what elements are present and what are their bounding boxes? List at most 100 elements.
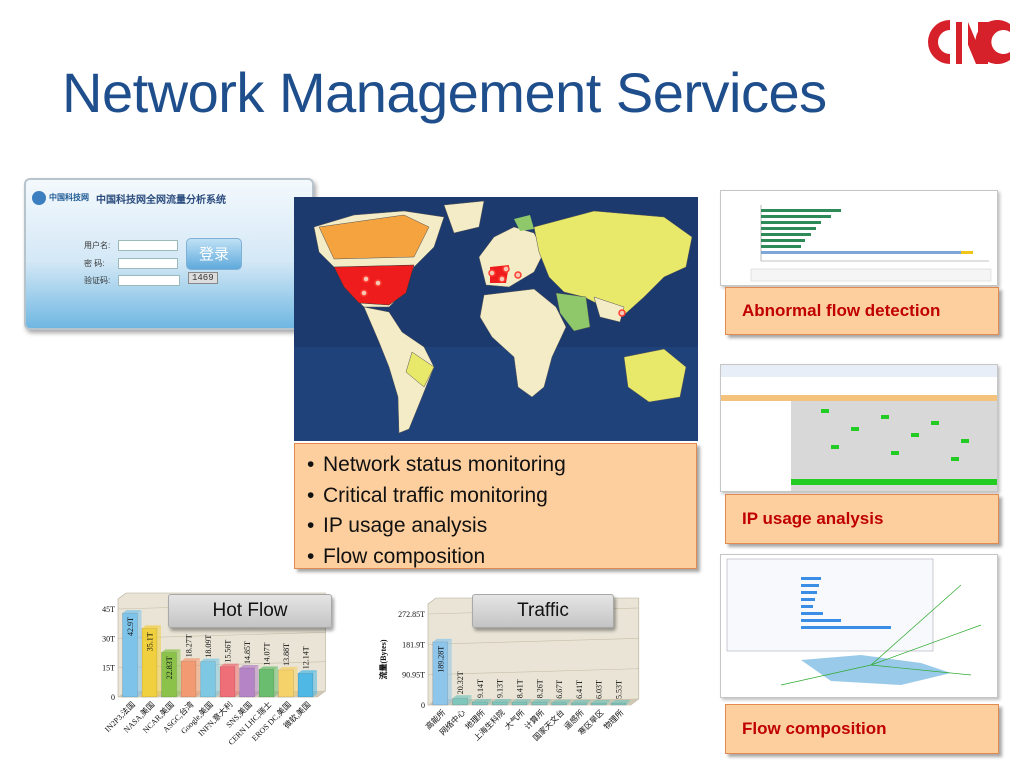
bar-top xyxy=(472,698,492,702)
bar-value-label: 6.03T xyxy=(595,680,604,699)
globe-icon xyxy=(32,191,46,205)
captcha-image: 1469 xyxy=(188,272,218,284)
y-tick-label: 30T xyxy=(102,634,115,643)
bar xyxy=(297,673,314,698)
y-tick-label: 181.9T xyxy=(402,640,425,649)
y-tick-label: 45T xyxy=(102,605,115,614)
bar-top xyxy=(512,699,531,703)
y-tick-label: 0 xyxy=(111,693,115,702)
y-tick-label: 90.95T xyxy=(402,671,425,680)
hot-flow-title: Hot Flow xyxy=(168,594,332,628)
ip-usage-caption: IP usage analysis xyxy=(725,494,999,544)
bar-value-label: 35.1T xyxy=(146,632,155,651)
bar-top xyxy=(278,666,298,670)
bar xyxy=(571,702,587,706)
hot-flow-chart: 015T30T45T42.9TIN2P3,法国35.1TNASA,美国22.83… xyxy=(102,592,326,747)
bar xyxy=(200,661,216,698)
captcha-field[interactable] xyxy=(118,275,180,286)
bar-value-label: 14.07T xyxy=(263,642,272,665)
bar-top xyxy=(531,699,551,703)
password-field[interactable] xyxy=(118,258,178,269)
feature-item: Flow composition xyxy=(307,542,696,573)
bar-top xyxy=(122,610,142,614)
bar-value-label: 18.09T xyxy=(204,635,213,658)
abnormal-flow-caption: Abnormal flow detection xyxy=(725,287,999,335)
bar-side xyxy=(487,698,492,705)
username-field[interactable] xyxy=(118,240,178,251)
bar xyxy=(432,641,449,706)
y-tick-label: 0 xyxy=(421,701,425,710)
feature-item: IP usage analysis xyxy=(307,511,696,542)
bar xyxy=(491,701,508,706)
bar-value-label: 8.41T xyxy=(516,679,525,698)
login-button[interactable]: 登录 xyxy=(186,238,242,270)
page-title: Network Management Services xyxy=(62,61,827,124)
bar-side xyxy=(137,610,142,697)
bar-top xyxy=(181,658,200,662)
bar-top xyxy=(452,695,472,699)
bar-value-label: 13.88T xyxy=(282,643,291,666)
y-axis-label: 流量(Bytes) xyxy=(378,639,388,679)
bar-value-label: 12.14T xyxy=(302,646,311,669)
bar xyxy=(452,697,468,706)
bar-top xyxy=(591,699,611,703)
bar-side xyxy=(196,658,200,697)
login-header: 中国科技网全网流量分析系统 xyxy=(96,195,226,206)
bar-side xyxy=(546,699,551,705)
bar xyxy=(511,701,528,706)
bar-side xyxy=(467,695,472,705)
bar-side xyxy=(157,625,161,697)
bar-value-label: 15.56T xyxy=(224,640,233,663)
bar-top xyxy=(161,649,181,653)
feature-item: Network status monitoring xyxy=(307,450,696,481)
bar xyxy=(531,701,548,706)
bar-top xyxy=(200,658,220,662)
y-tick-label: 272.85T xyxy=(398,610,425,619)
bar-value-label: 14.85T xyxy=(243,641,252,664)
bar-side xyxy=(626,700,630,705)
bar-top xyxy=(142,625,161,629)
bar-side xyxy=(274,666,278,697)
bar xyxy=(219,666,236,698)
bar-value-label: 9.14T xyxy=(476,679,485,698)
gridline xyxy=(427,638,639,645)
world-map xyxy=(294,197,698,441)
bar-side xyxy=(507,698,512,705)
feature-list-box: Network status monitoring Critical traff… xyxy=(294,443,697,569)
bar-side xyxy=(293,666,298,697)
password-label: 密 码: xyxy=(84,259,105,268)
bar-side xyxy=(447,638,452,705)
bar xyxy=(180,661,197,698)
gridline xyxy=(427,668,639,675)
bar-value-label: 8.26T xyxy=(535,679,544,698)
bar xyxy=(590,702,607,706)
category-label: 物理所 xyxy=(601,707,625,731)
bar-value-label: 22.83T xyxy=(165,656,174,679)
category-label: 大气所 xyxy=(502,707,526,731)
bar-side xyxy=(176,649,181,697)
bar-value-label: 189.28T xyxy=(436,646,445,673)
bar-side xyxy=(527,699,531,705)
bar-side xyxy=(606,699,611,705)
bar-side xyxy=(586,699,591,705)
feature-item: Critical traffic monitoring xyxy=(307,481,696,512)
bar-value-label: 18.27T xyxy=(185,634,194,657)
login-logo-text: 中国科技网 xyxy=(49,193,89,202)
username-label: 用户名: xyxy=(84,241,111,250)
bar-value-label: 9.13T xyxy=(496,679,505,698)
bar xyxy=(610,702,627,706)
bar-side xyxy=(215,658,220,697)
bar-value-label: 6.41T xyxy=(575,680,584,699)
login-window: 中国科技网 中国科技网全网流量分析系统 用户名: 密 码: 验证码: 登录 14… xyxy=(24,178,314,330)
bar-top xyxy=(220,663,239,667)
bar-side xyxy=(254,664,259,697)
bar-top xyxy=(239,664,259,668)
bar-top xyxy=(298,670,317,674)
bar-side xyxy=(566,699,571,705)
bar xyxy=(278,669,294,698)
bar xyxy=(239,667,255,698)
bar-top xyxy=(432,638,452,642)
traffic-title: Traffic xyxy=(472,594,614,628)
flow-composition-screenshot xyxy=(720,554,998,698)
bar xyxy=(472,701,488,706)
